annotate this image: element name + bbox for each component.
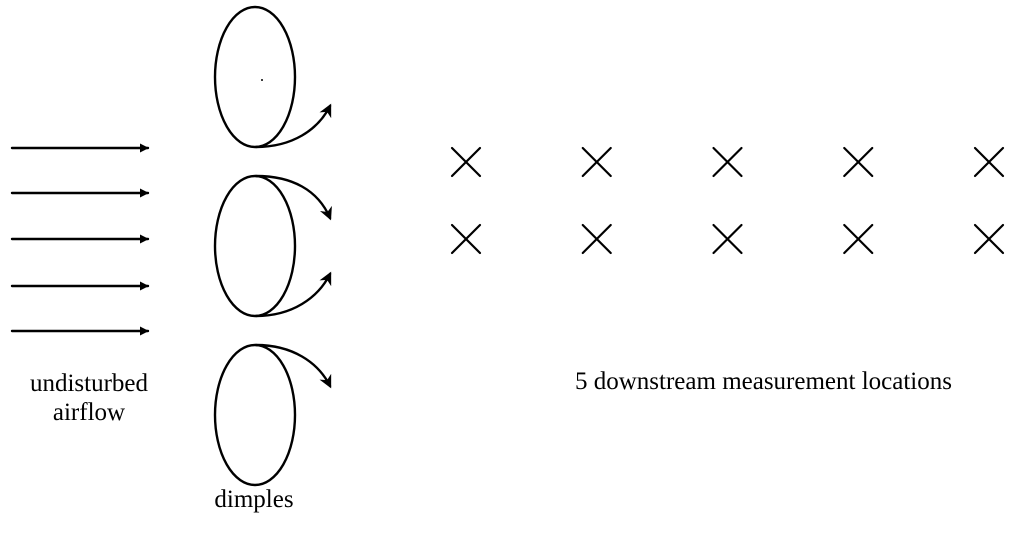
undisturbed-airflow-label: undisturbed airflow xyxy=(0,369,178,427)
airflow-label-line2: airflow xyxy=(52,399,126,426)
measurement-cross xyxy=(581,223,612,255)
measurement-cross xyxy=(973,223,1005,255)
measurement-cross xyxy=(843,223,874,255)
cross-stroke xyxy=(843,223,874,255)
cross-stroke xyxy=(712,223,743,255)
measurement-cross xyxy=(712,223,743,255)
cross-stroke xyxy=(843,146,874,178)
measurement-cross xyxy=(450,146,482,178)
vortex-arrow xyxy=(254,174,332,221)
speck-mark xyxy=(261,79,263,81)
cross-stroke xyxy=(712,146,743,178)
airflow-label-line1: undisturbed xyxy=(29,370,149,397)
cross-stroke xyxy=(973,223,1005,255)
dimple-middle xyxy=(213,174,297,318)
dimples-group xyxy=(213,5,297,487)
measurement-cross xyxy=(712,146,743,178)
cross-stroke xyxy=(581,223,612,255)
measurement-locations-label: 5 downstream measurement locations xyxy=(575,368,952,395)
cross-stroke xyxy=(450,146,482,178)
measurement-cross xyxy=(973,146,1005,178)
dimple-bottom xyxy=(213,343,297,487)
cross-stroke xyxy=(450,223,482,255)
cross-stroke xyxy=(581,146,612,178)
dimples-label: dimples xyxy=(214,486,294,513)
vortex-arrows xyxy=(254,103,332,389)
measurement-cross xyxy=(843,146,874,178)
vortex-arrow xyxy=(254,103,332,149)
vortex-arrow xyxy=(254,271,332,318)
cross-stroke xyxy=(973,146,1005,178)
incoming-airflow-arrows xyxy=(10,143,150,336)
measurement-marks xyxy=(450,146,1005,255)
measurement-cross xyxy=(581,146,612,178)
measurement-cross xyxy=(450,223,482,255)
vortex-arrow xyxy=(254,343,332,389)
dimple-top xyxy=(213,5,297,149)
